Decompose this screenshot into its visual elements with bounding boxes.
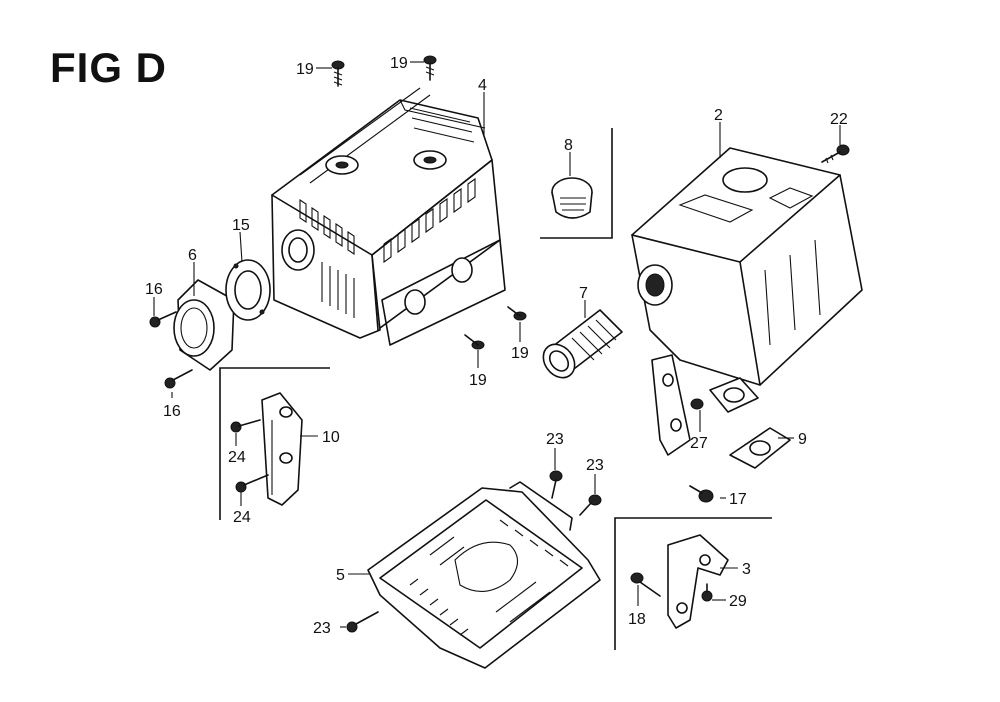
part-3-bracket [614,517,772,650]
callout-17: 17 [729,491,747,508]
bolt-16b [164,369,193,389]
bolt-23c [346,611,379,633]
bolt-27 [690,398,704,410]
part-10-heat-shield [219,367,330,520]
bolt-18 [630,572,661,597]
bolt-16a [149,311,177,328]
part-5-base-cover [367,481,601,669]
callout-19d: 19 [469,372,487,389]
callout-6: 6 [188,247,197,264]
callout-4: 4 [478,77,487,94]
callout-23c: 23 [313,620,331,637]
callout-23b: 23 [586,457,604,474]
bolt-24b [235,474,269,493]
part-4-muffler-protector [271,87,506,346]
callout-2: 2 [714,107,723,124]
bolt-24a [230,419,261,433]
bolts [149,55,850,633]
callout-19a: 19 [296,61,314,78]
callout-19b: 19 [390,55,408,72]
part-9-gasket [729,427,791,469]
callout-8: 8 [564,137,573,154]
part-8-spark-arrester-cap [540,128,613,239]
callout-10: 10 [322,429,340,446]
callout-24a: 24 [228,449,246,466]
bolt-19c [507,306,527,321]
callout-18: 18 [628,611,646,628]
callout-29: 29 [729,593,747,610]
callout-7: 7 [579,285,588,302]
bolt-22 [821,144,850,164]
bolt-23a [549,470,563,499]
bolt-29 [701,583,713,602]
leader-lines [153,61,841,628]
callout-16a: 16 [145,281,163,298]
callout-9: 9 [798,431,807,448]
part-2-muffler [631,147,863,456]
figure-title: FIG D [50,44,167,91]
callout-5: 5 [336,567,345,584]
part-7-spark-arrester-screen [542,309,623,379]
callout-27: 27 [690,435,708,452]
callout-23a: 23 [546,431,564,448]
callout-24b: 24 [233,509,251,526]
bolt-19b [423,55,437,81]
bolt-19a [331,60,345,87]
callout-22: 22 [830,111,848,128]
bolt-19d [464,334,485,350]
part-15-gasket [225,259,271,321]
callout-15: 15 [232,217,250,234]
bolt-23b [579,494,602,516]
callout-19c: 19 [511,345,529,362]
part-6-exhaust-deflector [173,279,235,371]
callout-3: 3 [742,561,751,578]
callout-labels: 19 19 4 2 22 8 15 6 16 7 19 19 16 10 24 … [145,55,848,637]
bolt-17 [689,485,714,503]
callout-16b: 16 [163,403,181,420]
